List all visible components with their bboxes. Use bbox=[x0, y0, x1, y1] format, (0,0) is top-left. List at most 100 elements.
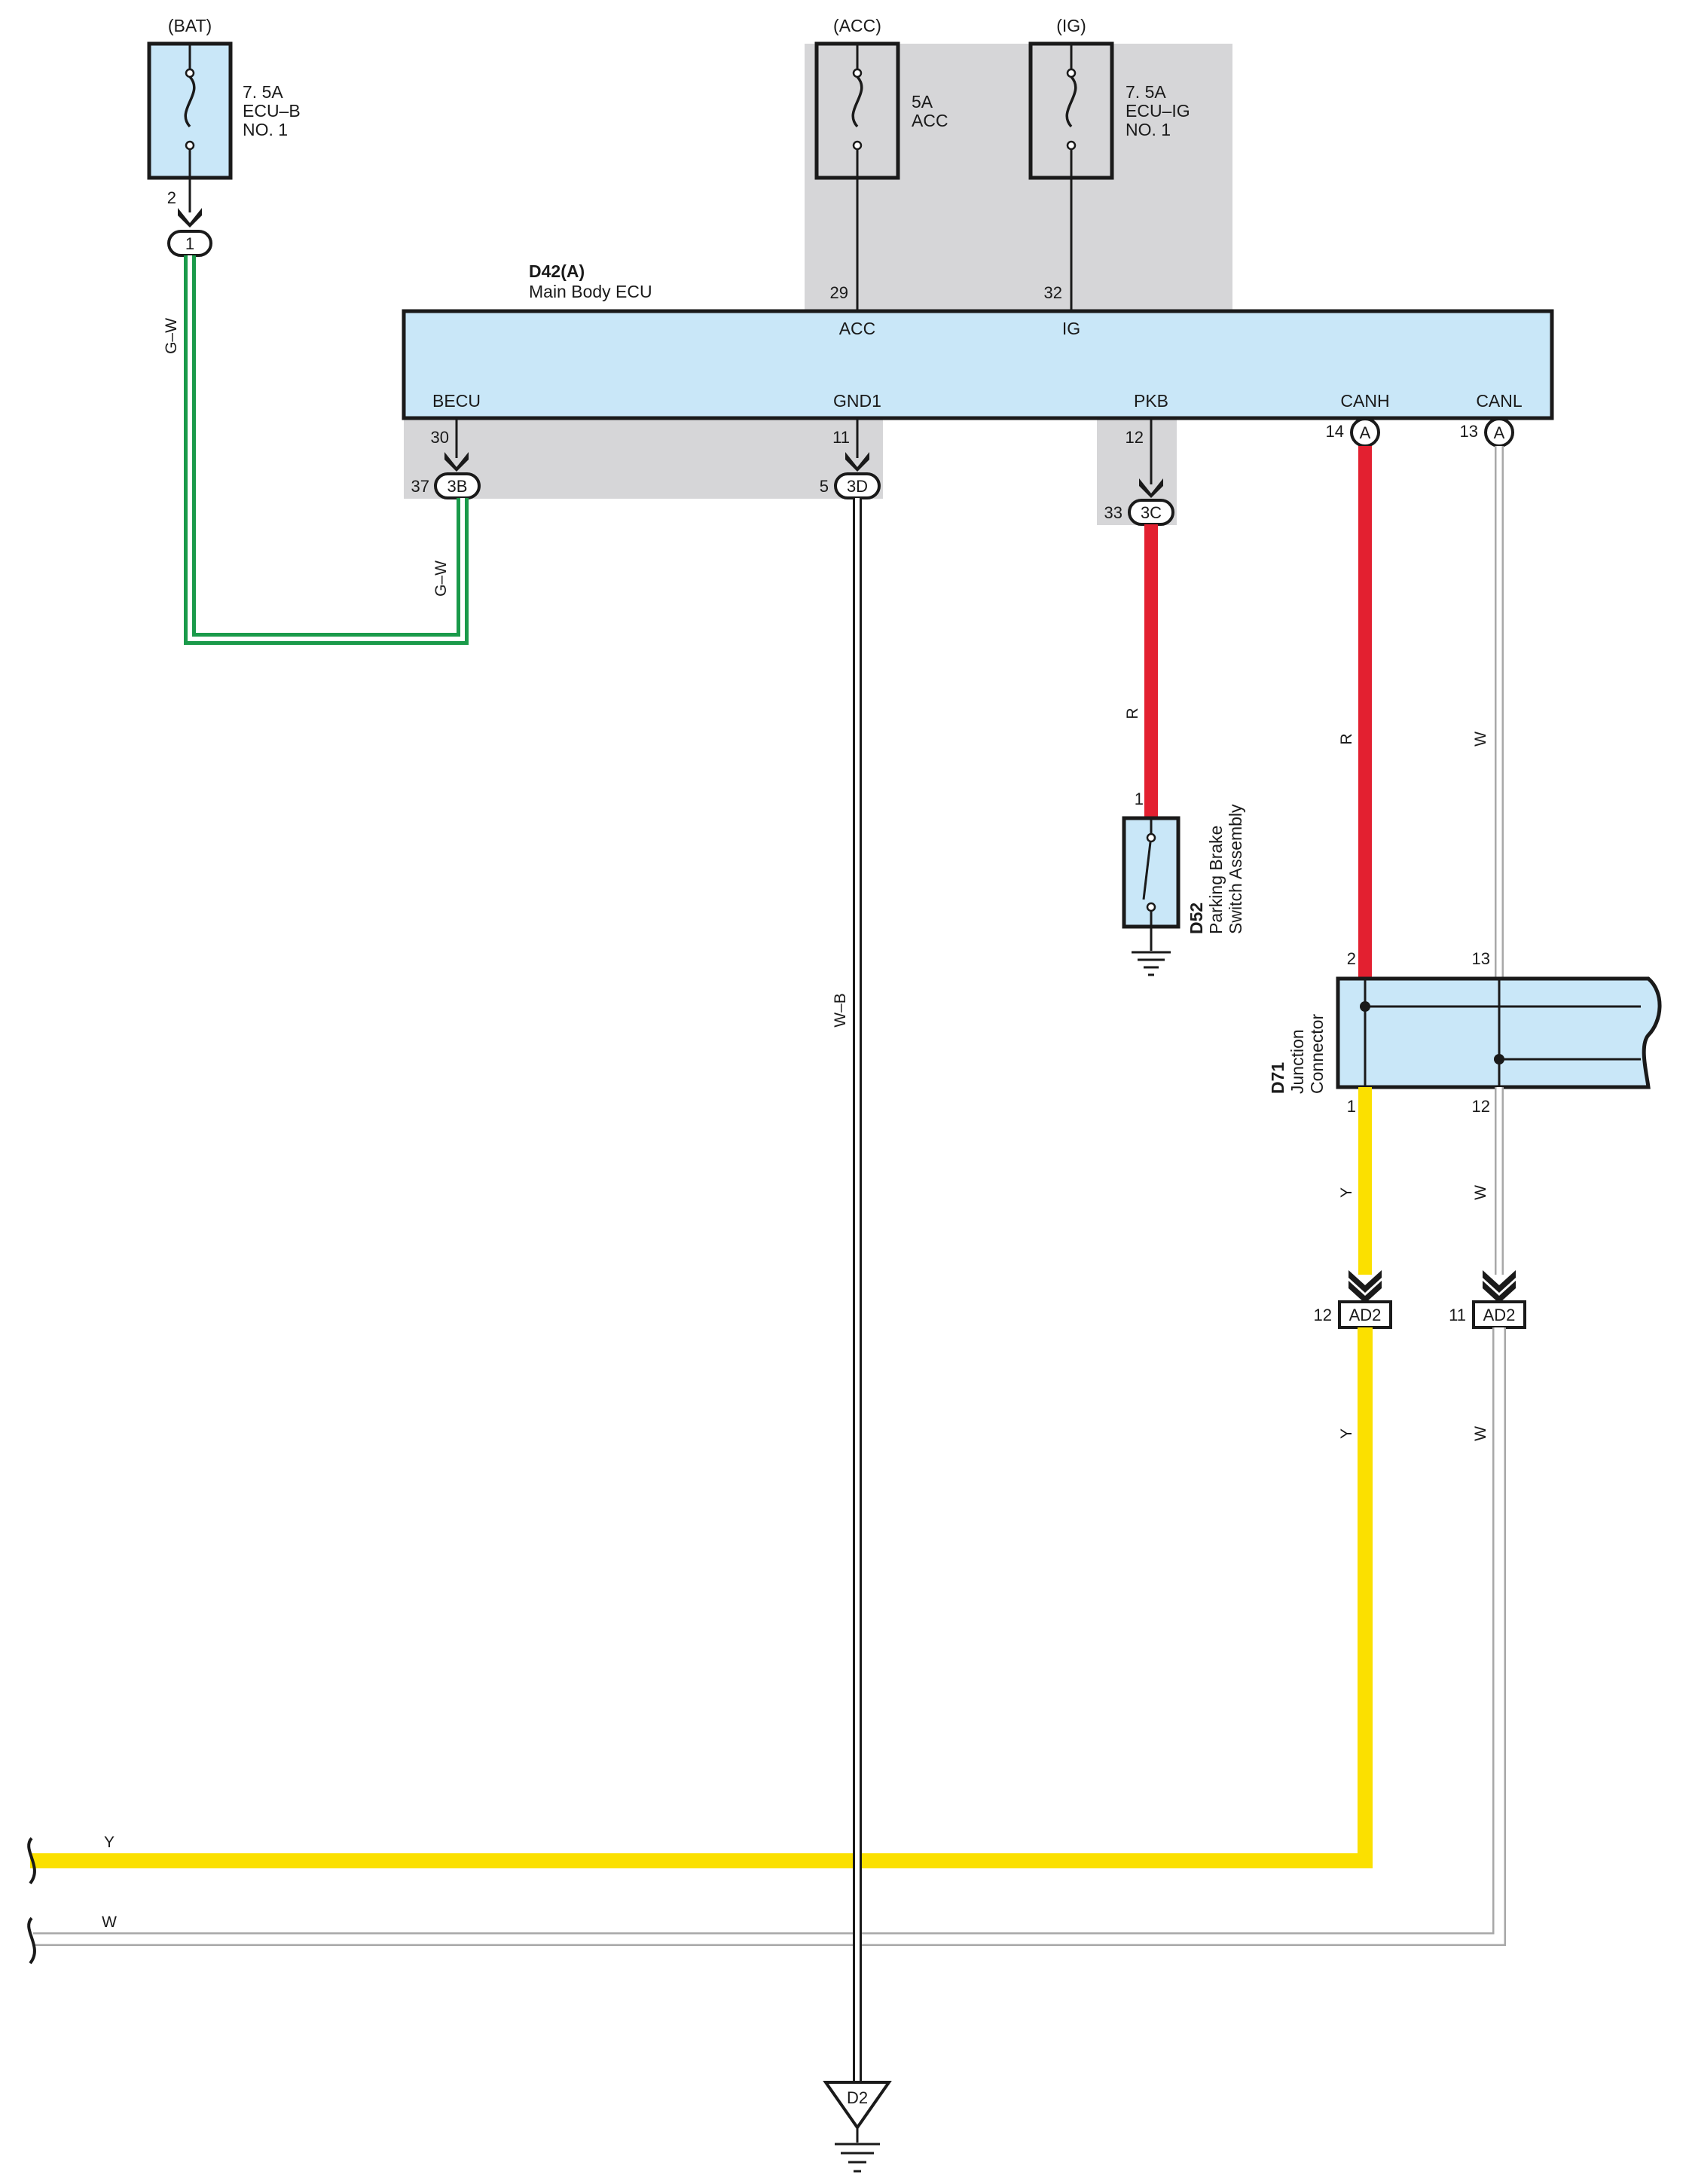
terminal-canl: CANL bbox=[1476, 391, 1523, 411]
wire-label-y-low: Y bbox=[1336, 1421, 1356, 1446]
terminal-acc: ACC bbox=[839, 319, 876, 338]
ground-d2: D2 bbox=[823, 2081, 892, 2131]
pin-canl: 13 bbox=[1460, 422, 1478, 441]
pin-d71-in-h: 2 bbox=[1347, 949, 1356, 968]
pin-ig: 32 bbox=[1044, 283, 1062, 302]
svg-text:W: W bbox=[1472, 732, 1489, 747]
terminal-gnd1: GND1 bbox=[833, 391, 881, 411]
pin-3d: 5 bbox=[820, 477, 829, 496]
wire-y-bus bbox=[30, 1327, 1373, 1868]
pin-3c: 33 bbox=[1104, 503, 1122, 522]
pin-acc: 29 bbox=[830, 283, 848, 302]
wire-break-icon bbox=[27, 1837, 36, 1885]
ecu-code: D42(A) bbox=[529, 261, 585, 281]
fuse-ig-rating: 7. 5A bbox=[1126, 82, 1166, 102]
wire-g-w bbox=[184, 255, 469, 645]
fuse-acc: (ACC) 5A ACC bbox=[814, 16, 948, 180]
d52-code: D52 bbox=[1187, 903, 1206, 934]
connector-ad2-w-label: AD2 bbox=[1483, 1306, 1516, 1324]
terminal-pkb: PKB bbox=[1134, 391, 1168, 411]
pin-canh: 14 bbox=[1326, 422, 1344, 441]
pin-becu: 30 bbox=[431, 428, 449, 447]
fuse-bat-name: ECU–B bbox=[243, 101, 301, 121]
svg-text:W–B: W–B bbox=[832, 993, 849, 1028]
connector-ad2-w: AD2 bbox=[1472, 1300, 1526, 1329]
parking-brake-switch bbox=[1122, 816, 1181, 929]
terminal-ig: IG bbox=[1062, 319, 1080, 338]
connector-3c-label: 3C bbox=[1141, 503, 1162, 522]
pin-d52: 1 bbox=[1135, 790, 1144, 808]
shade-becu-gnd bbox=[404, 418, 883, 499]
fuse-ig-number: NO. 1 bbox=[1126, 120, 1171, 139]
d71-code: D71 bbox=[1268, 1062, 1287, 1094]
junction-connector bbox=[1336, 976, 1662, 1089]
svg-text:G–W: G–W bbox=[163, 318, 180, 354]
wire-label-wb: W–B bbox=[830, 987, 850, 1034]
canl-terminal-tag: A bbox=[1484, 417, 1514, 447]
fuse-ecu-ig: (IG) 7. 5A ECU–IG NO. 1 bbox=[1028, 16, 1190, 180]
wire-break-icon bbox=[27, 1917, 36, 1965]
d52-name-line2: Switch Assembly bbox=[1226, 804, 1245, 934]
ecu-name: Main Body ECU bbox=[529, 282, 652, 301]
d71-name-line2: Connector bbox=[1307, 1014, 1327, 1094]
connector-3d: 3D bbox=[834, 472, 881, 499]
connector-arrow-icon bbox=[1483, 1270, 1516, 1293]
wire-label-y-mid: Y bbox=[1336, 1180, 1356, 1205]
connector-ad2-y: AD2 bbox=[1338, 1300, 1392, 1329]
ground-icon bbox=[835, 2127, 880, 2173]
canh-terminal-tag: A bbox=[1350, 417, 1380, 447]
connector-3b: 3B bbox=[434, 472, 481, 499]
terminal-becu: BECU bbox=[432, 391, 481, 411]
fuse-acc-rating: 5A bbox=[912, 92, 933, 111]
connector-3c: 3C bbox=[1128, 499, 1174, 526]
wire-label-w-mid: W bbox=[1471, 1180, 1490, 1205]
wire-label-r-canh: R bbox=[1336, 726, 1356, 752]
wire-label-w-bus: W bbox=[102, 1914, 117, 1931]
pin-d71-in-l: 13 bbox=[1472, 949, 1490, 968]
connector-3b-label: 3B bbox=[447, 477, 468, 496]
pin-d71-out-l: 12 bbox=[1472, 1097, 1490, 1116]
connector-1-label: 1 bbox=[185, 234, 194, 253]
connector-arrow-icon bbox=[1483, 1281, 1516, 1303]
svg-text:R: R bbox=[1124, 707, 1141, 719]
fuse-bat-rating: 7. 5A bbox=[243, 82, 283, 102]
d71-name-line1: Junction bbox=[1287, 1029, 1307, 1094]
svg-text:W: W bbox=[1472, 1426, 1489, 1441]
connector-1: 1 bbox=[167, 230, 212, 257]
ground-d2-label: D2 bbox=[847, 2088, 868, 2107]
svg-text:G–W: G–W bbox=[432, 561, 450, 597]
pin-3b: 37 bbox=[411, 477, 429, 496]
wire-label-r-pkb: R bbox=[1122, 701, 1142, 726]
wire-label-w-canl: W bbox=[1471, 726, 1490, 752]
fuse-acc-source: (ACC) bbox=[833, 16, 881, 35]
fuse-ig-name: ECU–IG bbox=[1126, 101, 1190, 121]
wire-label-gw-top: G–W bbox=[161, 315, 181, 354]
connector-arrow-icon bbox=[1348, 1270, 1382, 1293]
connector-arrow-icon bbox=[845, 452, 869, 472]
ground-icon bbox=[1132, 927, 1171, 976]
fuse-ig-source: (IG) bbox=[1056, 16, 1086, 35]
pin-ad2-w: 11 bbox=[1449, 1306, 1466, 1324]
d52-name-line1: Parking Brake bbox=[1206, 826, 1226, 934]
svg-text:A: A bbox=[1360, 423, 1371, 442]
connector-arrow-icon bbox=[444, 452, 469, 472]
svg-text:A: A bbox=[1494, 423, 1505, 442]
svg-text:R: R bbox=[1338, 733, 1355, 744]
pin-ad2-y: 12 bbox=[1314, 1306, 1332, 1324]
pin-gnd1: 11 bbox=[832, 428, 850, 447]
svg-text:Y: Y bbox=[1338, 1187, 1355, 1198]
main-body-ecu bbox=[402, 309, 1554, 420]
svg-text:Y: Y bbox=[1338, 1428, 1355, 1439]
fuse-bat-source: (BAT) bbox=[168, 16, 212, 35]
connector-arrow-icon bbox=[178, 208, 202, 228]
pin-d71-out-h: 1 bbox=[1347, 1097, 1356, 1116]
pin-bat-fuse: 2 bbox=[167, 188, 176, 207]
pin-pkb: 12 bbox=[1126, 428, 1144, 447]
fuse-bat-number: NO. 1 bbox=[243, 120, 288, 139]
connector-arrow-icon bbox=[1348, 1281, 1382, 1303]
connector-3d-label: 3D bbox=[847, 477, 868, 496]
wire-label-y-bus: Y bbox=[104, 1834, 115, 1851]
fuse-acc-name: ACC bbox=[912, 111, 948, 130]
connector-ad2-y-label: AD2 bbox=[1349, 1306, 1382, 1324]
